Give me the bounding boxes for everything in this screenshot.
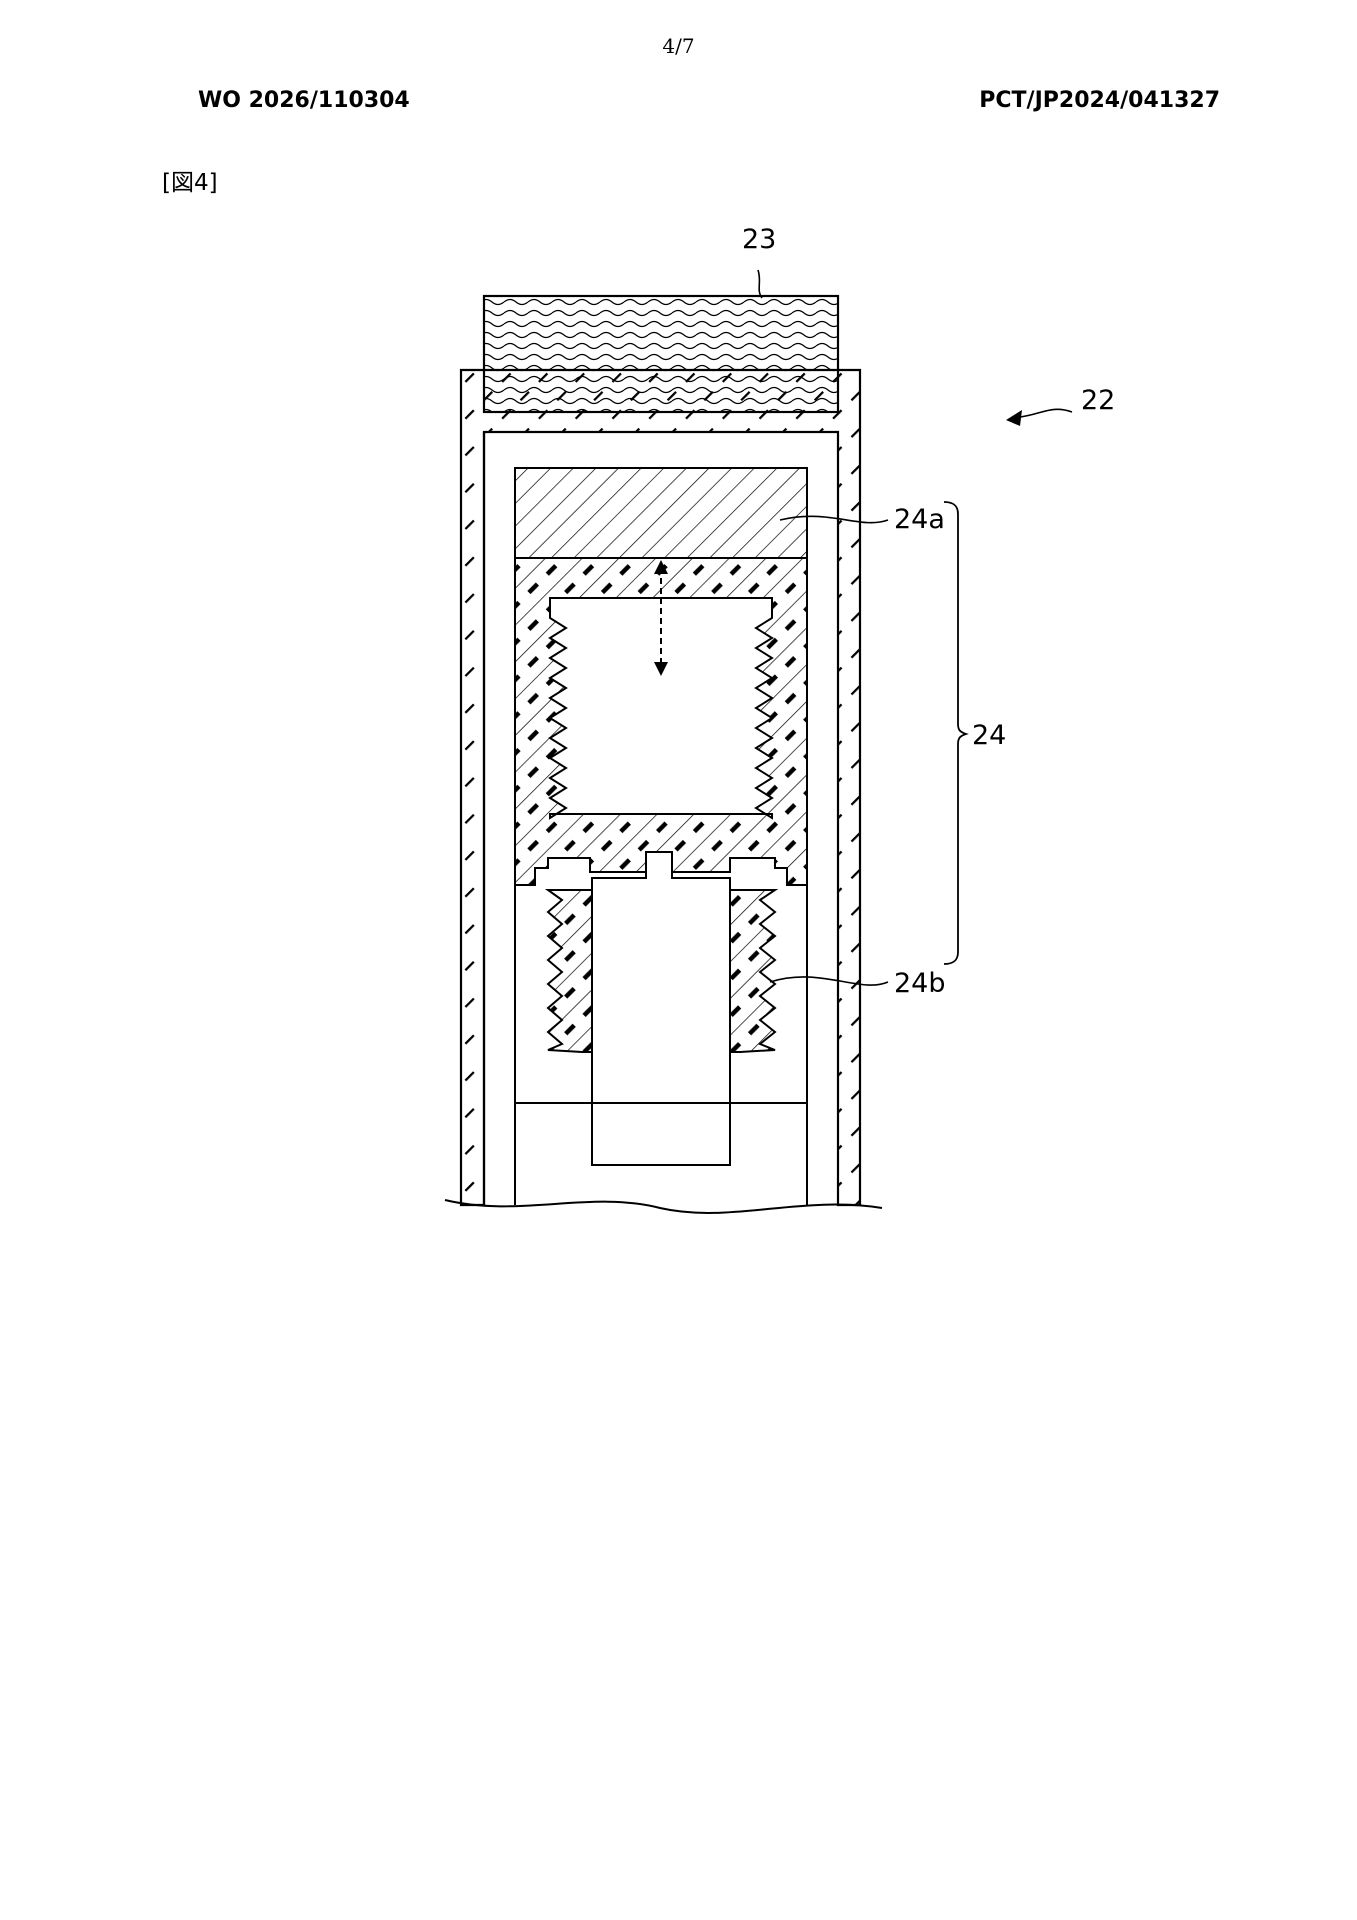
- cup-cavity: [548, 597, 774, 820]
- block-24a: [514, 467, 808, 559]
- ref-24a: 24a: [894, 504, 945, 535]
- leader-24a: [779, 515, 889, 524]
- shaft: [591, 851, 731, 1166]
- ref-24b: 24b: [894, 968, 946, 999]
- arrowhead-22: [1006, 410, 1022, 426]
- leader-23: [757, 269, 763, 299]
- break-line: [444, 1199, 883, 1214]
- movement-arrow: [654, 560, 668, 676]
- publication-number: WO 2026/110304: [198, 88, 410, 113]
- ref-22: 22: [1081, 385, 1115, 416]
- leader-24b: [769, 976, 889, 986]
- base-block: [514, 1102, 808, 1205]
- felt-23: [482, 294, 840, 414]
- page-number: 4/7: [662, 34, 695, 58]
- ref-23: 23: [742, 224, 776, 255]
- bracket-24: [943, 501, 969, 965]
- ref-24: 24: [972, 720, 1006, 751]
- application-number: PCT/JP2024/041327: [979, 88, 1220, 113]
- figure-label: [図4]: [162, 170, 218, 196]
